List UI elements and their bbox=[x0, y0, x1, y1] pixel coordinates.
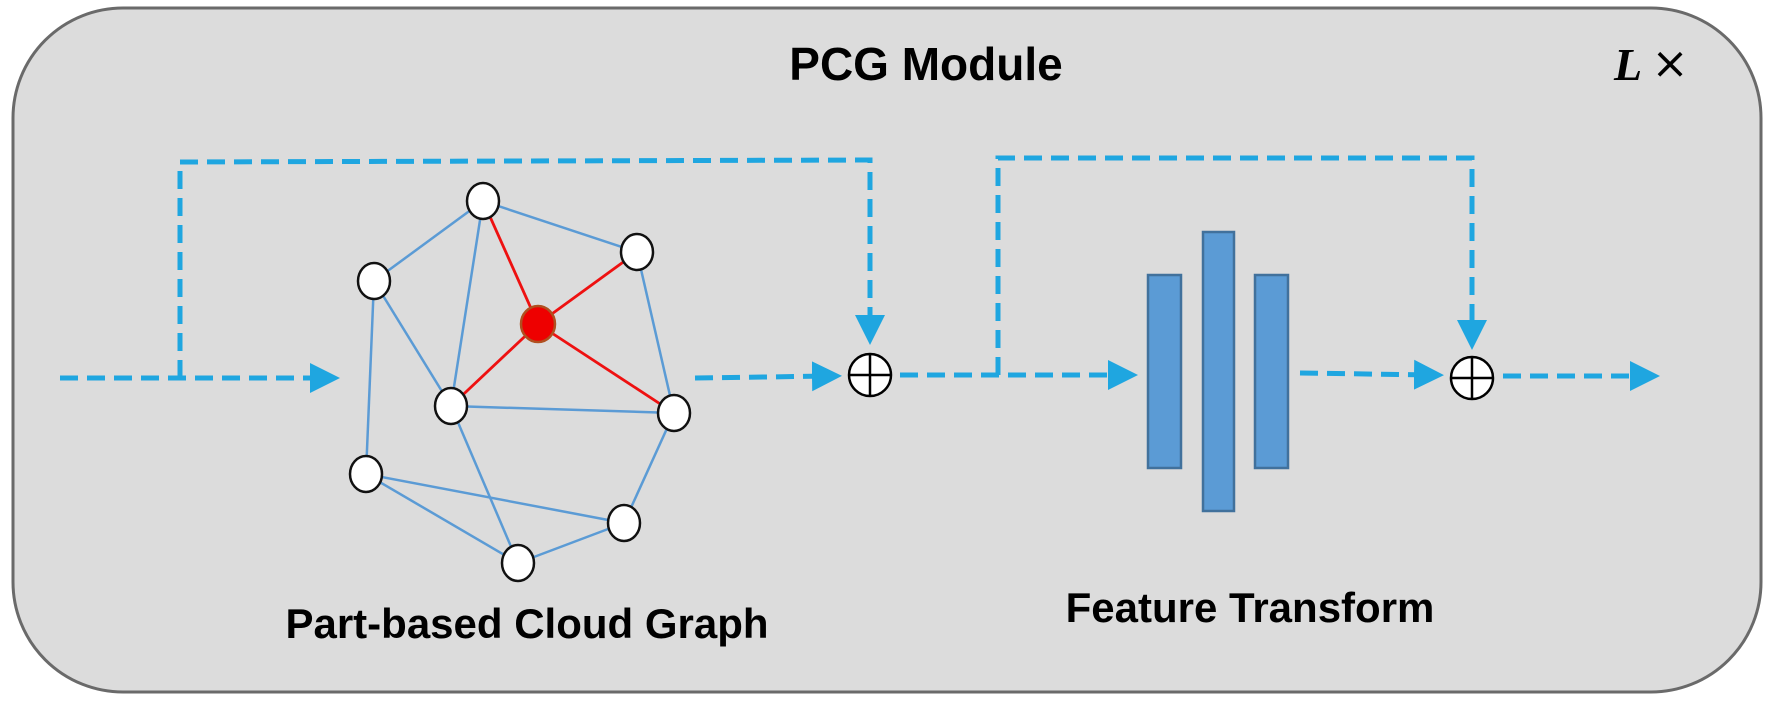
graph-node bbox=[606, 503, 642, 543]
graph-edge bbox=[635, 251, 676, 414]
highlight-edge bbox=[450, 322, 539, 408]
graph-output-arrow bbox=[694, 361, 842, 392]
graph-edge bbox=[622, 412, 676, 524]
graph-node bbox=[433, 386, 469, 426]
graph-edge bbox=[517, 521, 625, 565]
transform-output-arrow bbox=[1299, 359, 1444, 390]
graph-node bbox=[356, 261, 392, 301]
graph-center-node bbox=[519, 304, 557, 344]
transform-bar-right bbox=[1253, 273, 1290, 470]
graph-edge bbox=[372, 280, 453, 407]
sum-node-2 bbox=[1449, 355, 1495, 401]
graph-edge bbox=[449, 200, 485, 407]
graph-node bbox=[500, 543, 536, 583]
highlight-edge bbox=[537, 250, 638, 326]
graph-edge bbox=[373, 199, 484, 283]
transform-label: Feature Transform bbox=[1066, 584, 1435, 631]
module-container bbox=[11, 6, 1763, 694]
feature-transform-block bbox=[1146, 230, 1290, 513]
graph-node bbox=[656, 393, 692, 433]
skip-connection-1 bbox=[177, 157, 885, 378]
highlight-edge bbox=[537, 322, 675, 415]
graph-edge bbox=[365, 472, 519, 565]
graph-edge bbox=[450, 404, 675, 415]
sum-node-1 bbox=[847, 352, 893, 398]
graph-node bbox=[465, 181, 501, 221]
graph-label: Part-based Cloud Graph bbox=[285, 600, 768, 647]
highlight-edge bbox=[481, 200, 540, 325]
module-title: PCG Module bbox=[789, 38, 1062, 90]
graph-edge bbox=[482, 199, 638, 254]
repeat-symbol: L bbox=[1613, 39, 1642, 90]
transform-bar-middle bbox=[1201, 230, 1236, 513]
transform-bar-left bbox=[1146, 273, 1183, 470]
repeat-times-symbol: × bbox=[1652, 38, 1689, 89]
skip-connection-2 bbox=[995, 155, 1487, 375]
cloud-graph bbox=[348, 181, 692, 583]
flow-arrows bbox=[60, 155, 1660, 393]
graph-node bbox=[348, 454, 384, 494]
graph-edge bbox=[364, 280, 376, 475]
graph-edge bbox=[365, 472, 625, 525]
graph-node bbox=[619, 232, 655, 272]
graph-edge bbox=[449, 405, 520, 564]
